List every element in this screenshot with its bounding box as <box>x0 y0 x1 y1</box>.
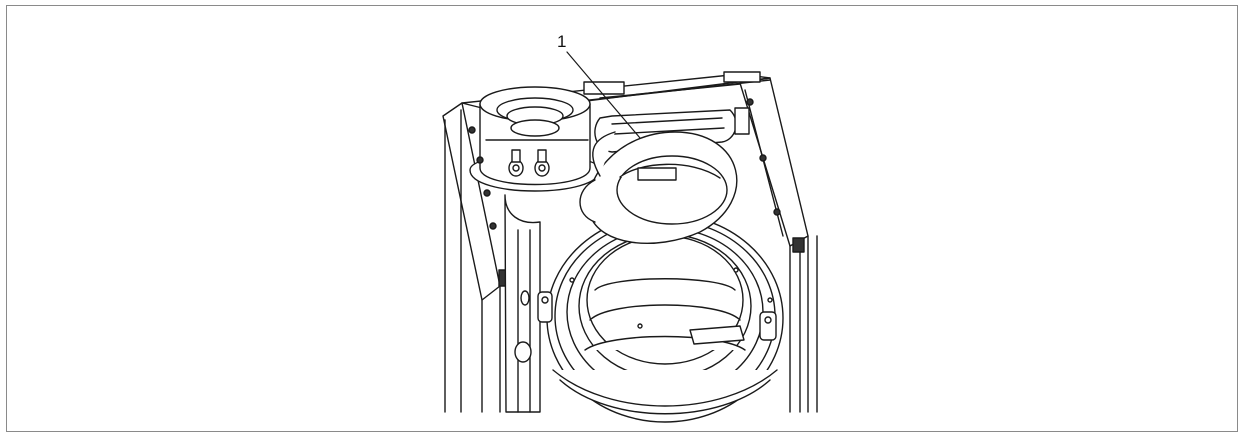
frame-bolt-icon <box>468 98 781 230</box>
left-vertical-pipe <box>504 194 541 413</box>
ring-clamp-right <box>759 311 777 341</box>
callout-leader-line <box>566 51 641 139</box>
test-port-icon <box>534 149 550 177</box>
ring-label-plate <box>689 325 745 345</box>
right-housing-panel <box>739 77 818 413</box>
ring-clamp-left <box>537 291 553 323</box>
burner-ring <box>546 213 784 423</box>
callout-label-1: 1 <box>557 32 567 51</box>
flue-adapter <box>469 86 601 192</box>
component-1-seal-ring <box>579 131 738 244</box>
test-port-icon <box>508 149 524 177</box>
